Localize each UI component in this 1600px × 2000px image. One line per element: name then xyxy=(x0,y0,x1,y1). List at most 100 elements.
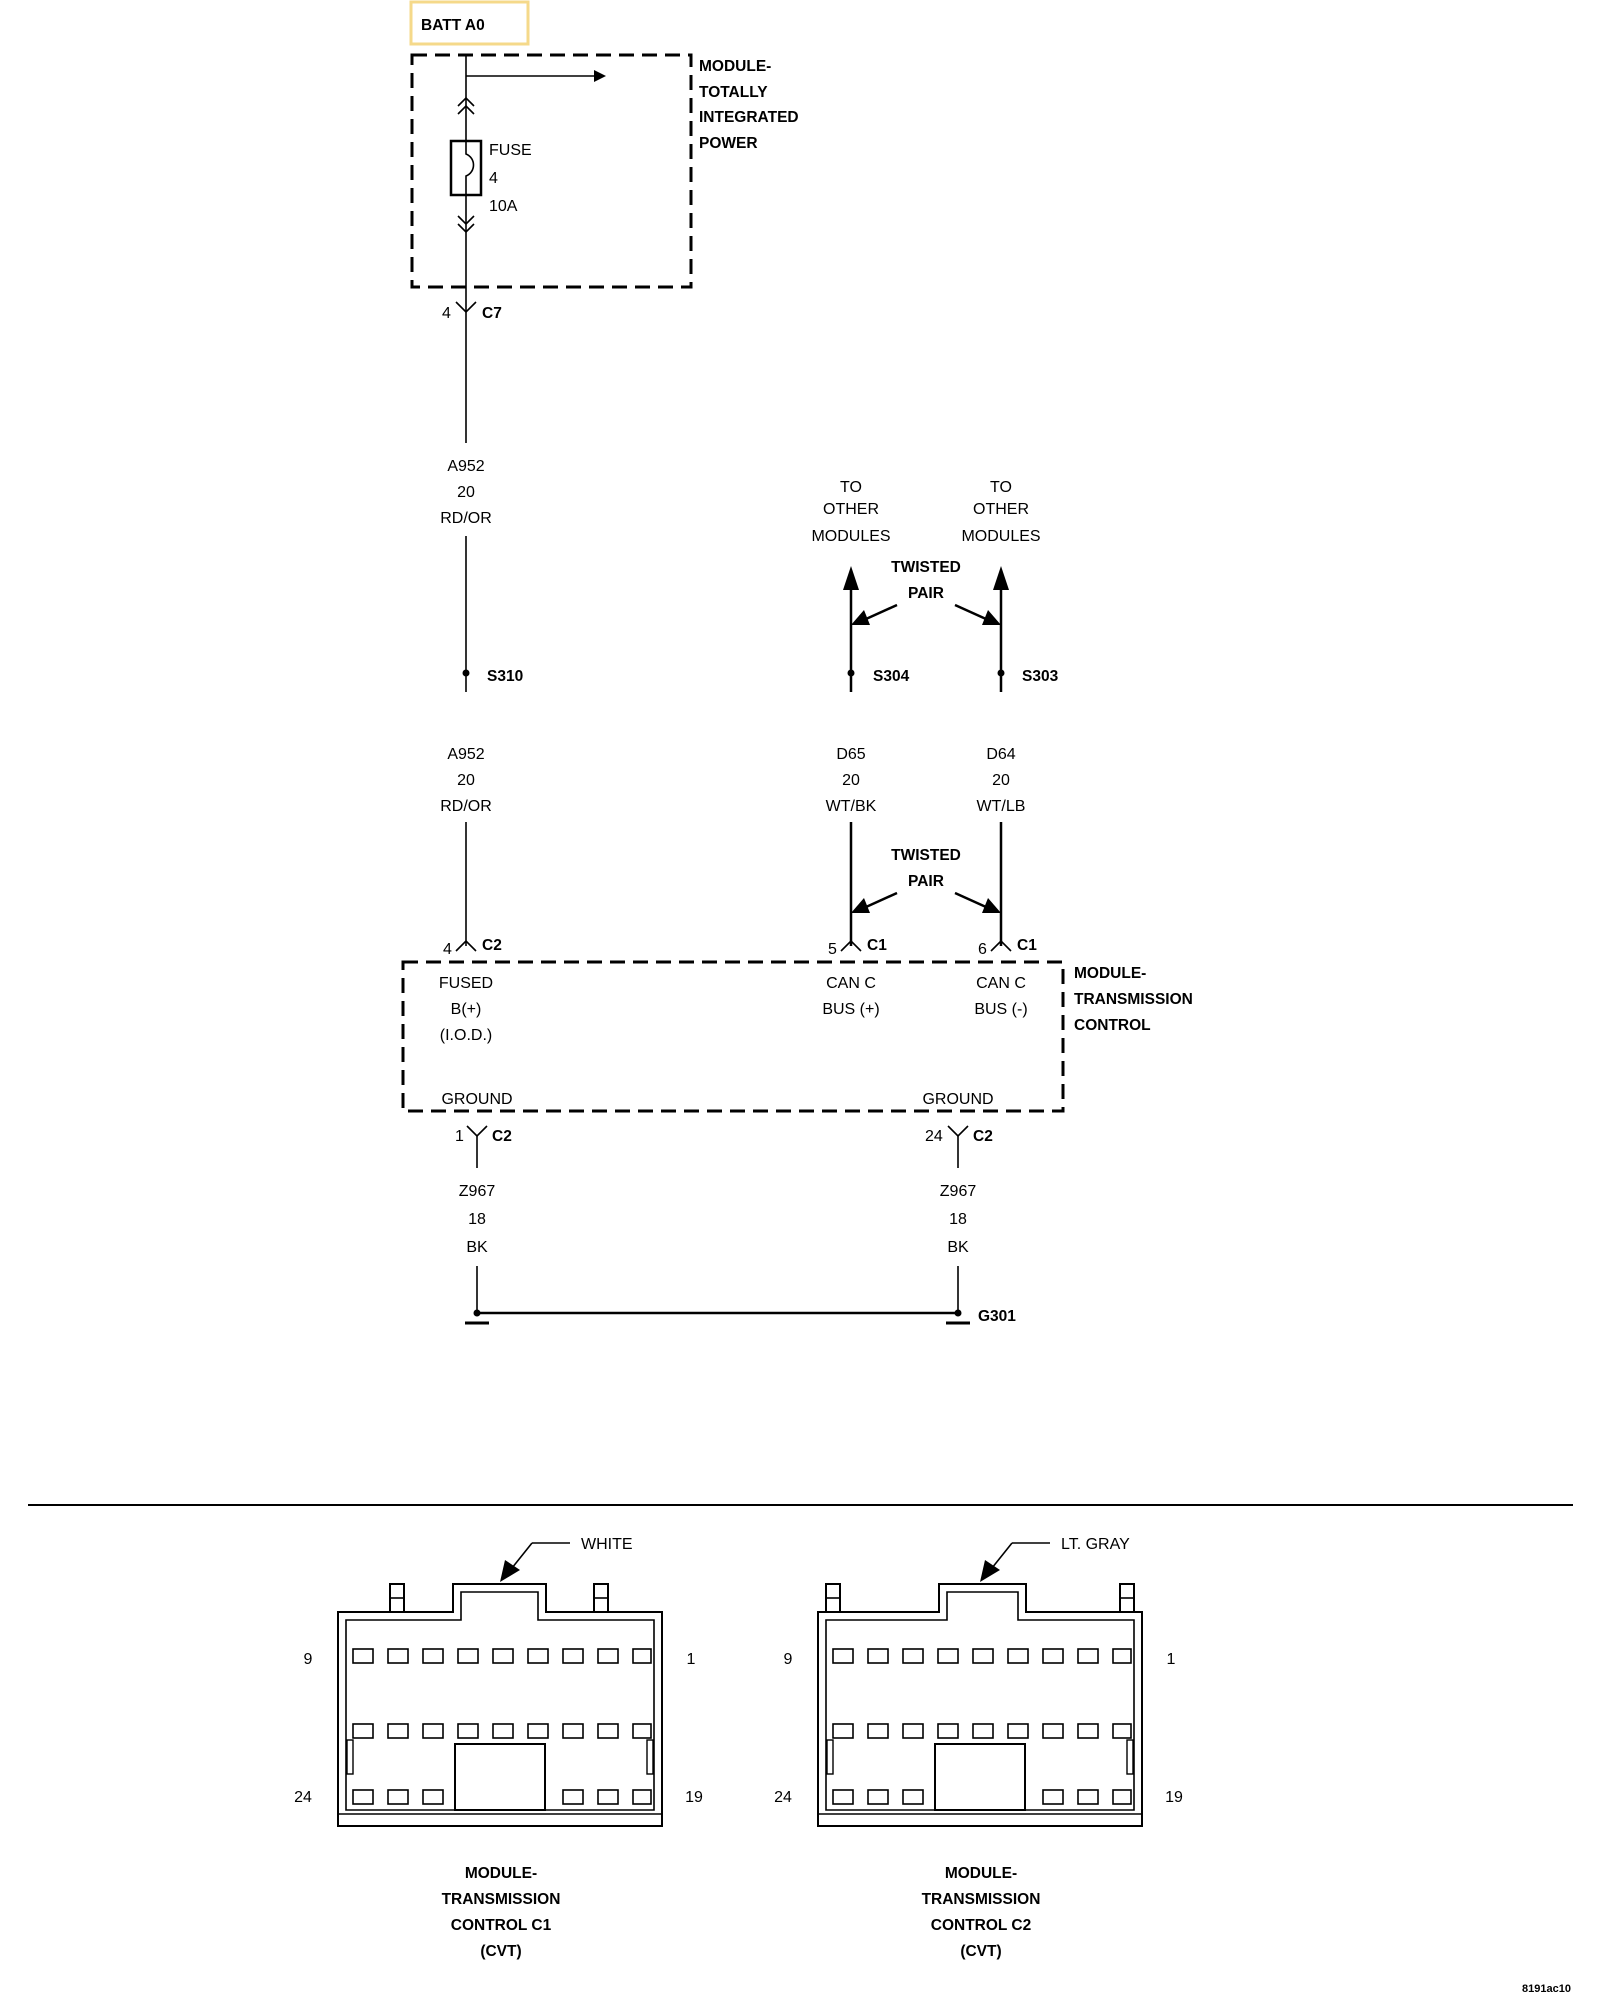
a952-lower-circuit: A952 xyxy=(447,746,484,763)
c2-left-key xyxy=(826,1739,834,1775)
d64-color: WT/LB xyxy=(977,798,1026,815)
figure-id: 8191ac10 xyxy=(1522,1983,1571,1995)
a952-lower-color: RD/OR xyxy=(440,798,492,815)
to-other-right-line1: TO xyxy=(990,479,1012,496)
tcm-c1-pin5-number: 5 xyxy=(828,941,837,958)
c1-pin-label-tr: 1 xyxy=(687,1651,696,1668)
twisted-lower-line2: PAIR xyxy=(908,873,944,890)
tcm-canm-line2: BUS (-) xyxy=(974,1001,1027,1018)
d65-color: WT/BK xyxy=(826,798,877,815)
c1-pin xyxy=(422,1723,444,1739)
to-other-left-line2: OTHER xyxy=(823,501,879,518)
c1-housing-outer xyxy=(337,1583,663,1827)
c2-pin-row-top xyxy=(832,1648,1132,1664)
c2-pin xyxy=(867,1648,889,1664)
tcm-fused-line3: (I.O.D.) xyxy=(440,1027,492,1044)
fuse-number: 4 xyxy=(489,170,498,187)
to-other-right-line2: OTHER xyxy=(973,501,1029,518)
c1-pin-label-tl: 9 xyxy=(304,1651,313,1668)
z967-right-circuit: Z967 xyxy=(940,1183,977,1200)
c2-pin xyxy=(1112,1648,1132,1664)
z967-right-color: BK xyxy=(947,1239,969,1256)
c2-pin xyxy=(1112,1789,1132,1805)
to-other-right-line3: MODULES xyxy=(961,528,1040,545)
c1-left-key xyxy=(346,1739,354,1775)
c2-pin xyxy=(972,1648,994,1664)
c2-pin xyxy=(1007,1648,1029,1664)
c1-pin-label-br: 19 xyxy=(685,1789,703,1806)
tcm-c2-pin1-connector-icon xyxy=(466,1125,488,1138)
c1-pin xyxy=(597,1648,619,1664)
c2-pin xyxy=(1007,1723,1029,1739)
twisted-lower-right-arrow-icon xyxy=(982,898,1001,913)
c2-pin-label-br: 19 xyxy=(1165,1789,1183,1806)
d64-gauge: 20 xyxy=(992,772,1010,789)
splice-s303-dot xyxy=(997,669,1005,677)
c2-pin xyxy=(832,1723,854,1739)
ground-point-label: G301 xyxy=(978,1308,1016,1325)
c2-pin xyxy=(902,1723,924,1739)
twisted-lower-line1: TWISTED xyxy=(891,847,961,864)
c1-title-line1: MODULE- xyxy=(465,1865,537,1882)
tcm-c1-pin6-connector: C1 xyxy=(1017,937,1037,954)
chevron-lower-icon xyxy=(457,215,475,234)
c1-pin xyxy=(492,1723,514,1739)
z967-left-circuit: Z967 xyxy=(459,1183,496,1200)
d64-circuit: D64 xyxy=(986,746,1015,763)
tcm-c2-pin1-number: 1 xyxy=(455,1128,464,1145)
fuse-element-icon xyxy=(465,141,475,195)
c2-pin xyxy=(1042,1789,1064,1805)
to-other-left-line3: MODULES xyxy=(811,528,890,545)
tcm-c1-pin6-number: 6 xyxy=(978,941,987,958)
c1-pin xyxy=(527,1723,549,1739)
c2-pin-row-bottom xyxy=(832,1789,1132,1805)
ground-left-dot xyxy=(473,1309,481,1317)
c2-pin xyxy=(1042,1723,1064,1739)
a952-lower-gauge: 20 xyxy=(457,772,475,789)
d65-circuit: D65 xyxy=(836,746,865,763)
c1-housing-inner xyxy=(345,1591,655,1811)
c1-pin-row-top xyxy=(352,1648,652,1664)
twisted-lower-right-leader xyxy=(954,891,987,909)
tcm-fused-line2: B(+) xyxy=(451,1001,482,1018)
splice-s310-dot xyxy=(462,669,470,677)
chevron-upper-icon xyxy=(457,96,475,115)
twisted-upper-right-arrow-icon xyxy=(982,610,1001,625)
tipm-name-line1: MODULE- xyxy=(699,58,771,75)
c1-pin xyxy=(492,1648,514,1664)
c2-pin xyxy=(1077,1648,1099,1664)
tipm-name-line4: POWER xyxy=(699,135,758,152)
c2-pin xyxy=(902,1789,924,1805)
c1-pin xyxy=(562,1648,584,1664)
c2-color-leader-diag xyxy=(991,1542,1013,1569)
c1-pin xyxy=(422,1648,444,1664)
c7-connector-label: C7 xyxy=(482,305,502,322)
to-other-left-line1: TO xyxy=(840,479,862,496)
tcm-canp-line2: BUS (+) xyxy=(822,1001,879,1018)
c2-pin xyxy=(972,1723,994,1739)
c2-housing-inner xyxy=(825,1591,1135,1811)
c2-pin-label-bl: 24 xyxy=(774,1789,792,1806)
c1-pin xyxy=(422,1789,444,1805)
c2-right-key xyxy=(1126,1739,1134,1775)
c1-pin xyxy=(527,1648,549,1664)
ground-right-dot xyxy=(954,1309,962,1317)
c1-pin xyxy=(597,1723,619,1739)
c1-pin-label-bl: 24 xyxy=(294,1789,312,1806)
tcm-fused-line1: FUSED xyxy=(439,975,493,992)
tcm-c1-pin5-connector: C1 xyxy=(867,937,887,954)
c1-pin xyxy=(562,1789,584,1805)
c7-pin: 4 xyxy=(442,305,451,322)
tcm-canp-line1: CAN C xyxy=(826,975,876,992)
c2-title-line4: (CVT) xyxy=(960,1943,1001,1960)
c2-pin xyxy=(867,1789,889,1805)
c1-title-line4: (CVT) xyxy=(480,1943,521,1960)
c1-color-label: WHITE xyxy=(581,1536,633,1553)
c2-pin xyxy=(902,1648,924,1664)
d65-gauge: 20 xyxy=(842,772,860,789)
tcm-name-line3: CONTROL xyxy=(1074,1017,1151,1034)
twisted-upper-line1: TWISTED xyxy=(891,559,961,576)
c1-pin xyxy=(632,1648,652,1664)
a952-upper-circuit: A952 xyxy=(447,458,484,475)
